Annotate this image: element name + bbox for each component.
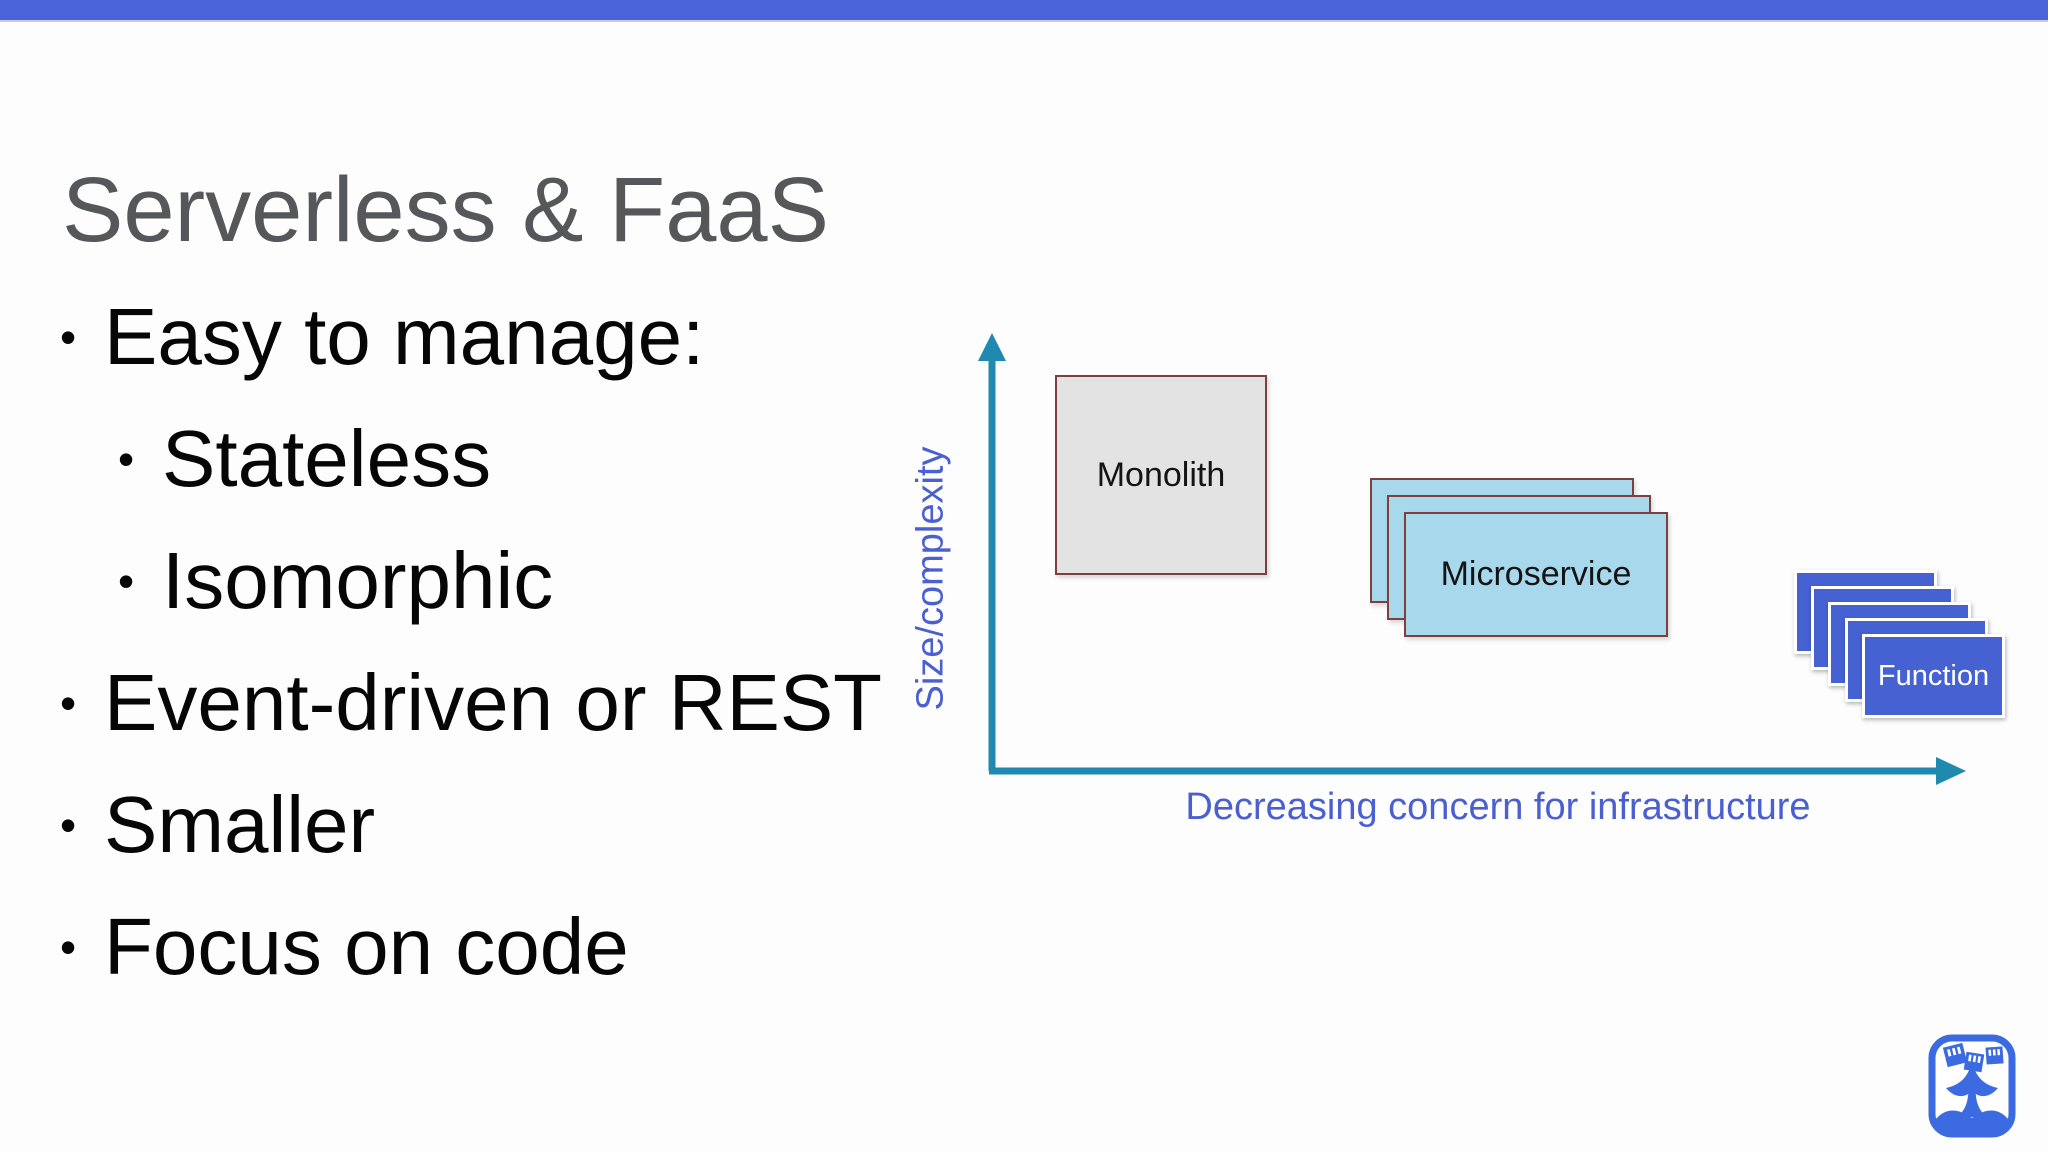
microservice-label: Microservice	[1440, 555, 1632, 593]
bullet-marker: •	[59, 677, 77, 729]
monolith-box: Monolith	[1055, 375, 1267, 575]
microservice-box-front: Microservice	[1404, 512, 1668, 637]
x-axis-arrowhead	[1936, 757, 1966, 785]
function-box-front: Function	[1862, 634, 2005, 718]
whale-tail-logo-icon	[1928, 1034, 2016, 1138]
function-label: Function	[1877, 659, 1990, 692]
bullet-item: • Focus on code	[48, 886, 968, 1008]
bullet-text: Stateless	[162, 414, 492, 503]
bullet-text: Focus on code	[104, 902, 629, 991]
bullet-item: • Stateless	[106, 398, 968, 520]
monolith-label: Monolith	[1096, 455, 1226, 494]
bullet-item: • Easy to manage:	[48, 276, 968, 398]
slide-title: Serverless & FaaS	[62, 158, 829, 261]
bullet-text: Smaller	[104, 780, 376, 869]
axes	[978, 333, 1966, 785]
bullet-marker: •	[59, 921, 77, 973]
bullet-marker: •	[59, 799, 77, 851]
bullet-marker: •	[59, 311, 77, 363]
y-axis-label: Size/complexity	[909, 446, 952, 710]
x-axis-label: Decreasing concern for infrastructure	[1185, 786, 1811, 828]
bullet-text: Event-driven or REST	[104, 658, 883, 747]
bullet-marker: •	[117, 555, 135, 607]
bullet-item: • Event-driven or REST	[48, 642, 968, 764]
bullet-text: Easy to manage:	[104, 292, 705, 381]
bullet-item: • Smaller	[48, 764, 968, 886]
y-axis-arrowhead	[978, 333, 1006, 361]
bullet-marker: •	[117, 433, 135, 485]
bullet-list: • Easy to manage: • Stateless • Isomorph…	[48, 276, 968, 1008]
bullet-text: Isomorphic	[162, 536, 554, 625]
top-accent-bar	[0, 0, 2048, 20]
bullet-item: • Isomorphic	[106, 520, 968, 642]
